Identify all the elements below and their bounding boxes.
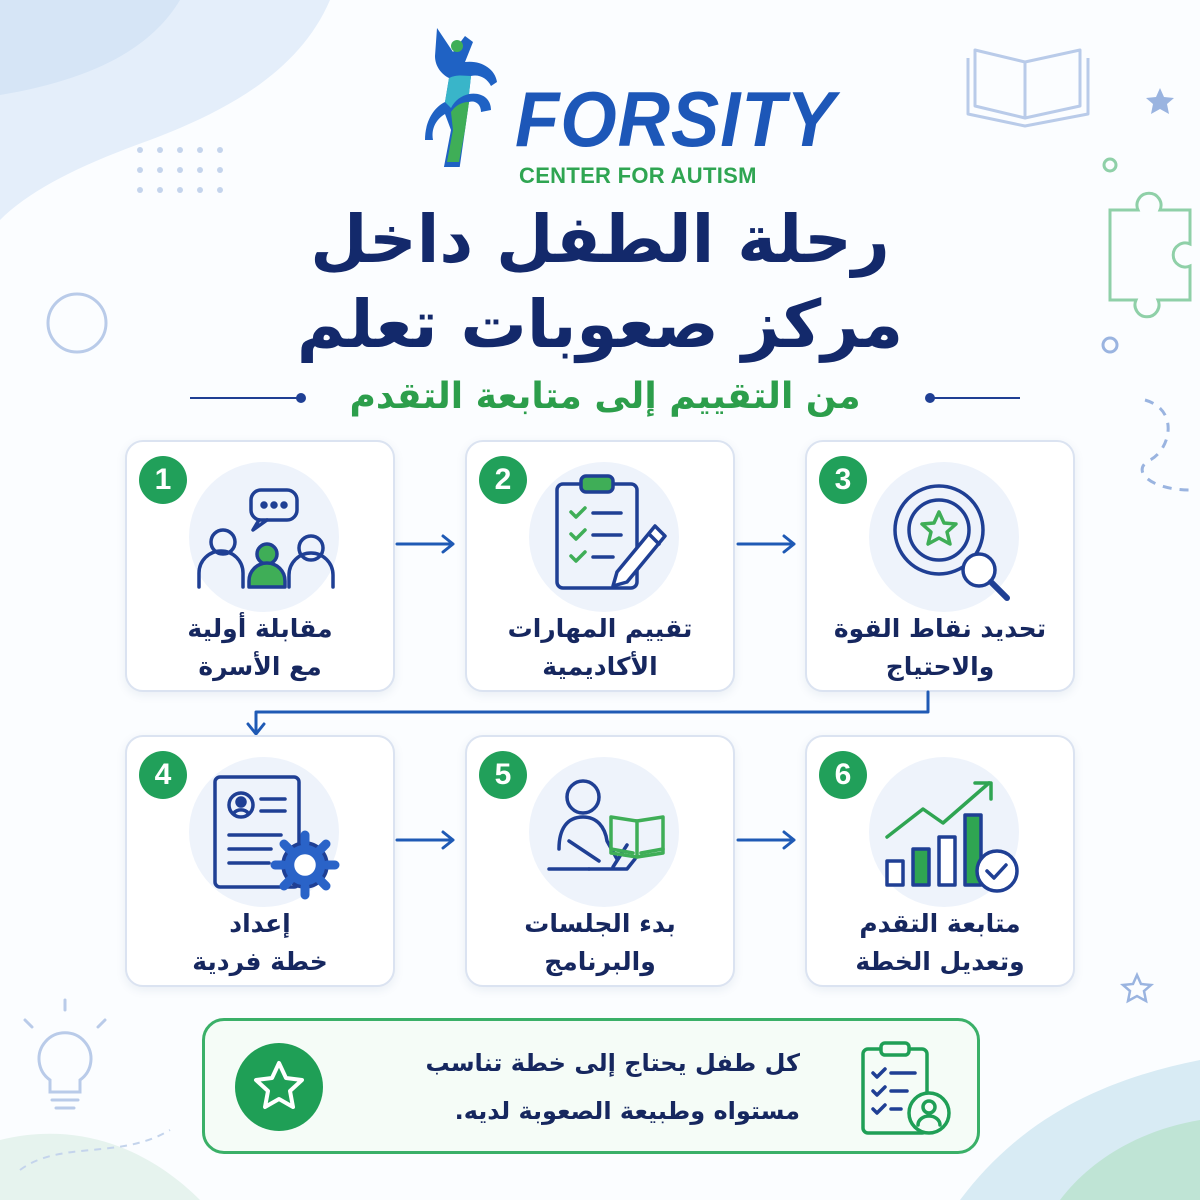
step-number-badge: 2 bbox=[479, 456, 527, 504]
step-label-line-2: والاحتياج bbox=[885, 652, 995, 681]
step-card-2: 2 تقييم المهارات الأكاديمية bbox=[465, 440, 735, 692]
step-label: متابعة التقدم وتعديل الخطة bbox=[817, 905, 1063, 981]
growth-chart-check-icon bbox=[869, 757, 1019, 907]
step-label-line-2: والبرنامج bbox=[544, 947, 656, 976]
note-line-2: مستواه وطبيعة الصعوبة لديه. bbox=[454, 1097, 800, 1125]
step-label: إعداد خطة فردية bbox=[137, 905, 383, 981]
step-label-line-2: الأكاديمية bbox=[542, 652, 658, 681]
step-label-line-2: خطة فردية bbox=[192, 947, 328, 976]
row-connector-arrow-icon bbox=[246, 690, 930, 736]
arrow-right-icon bbox=[736, 534, 796, 554]
step-number-badge: 4 bbox=[139, 751, 187, 799]
page-title-line-2: مركز صعوبات تعلم bbox=[296, 286, 904, 363]
step-card-3: 3 تحديد نقاط القوة والاحتياج bbox=[805, 440, 1075, 692]
note-callout: كل طفل يحتاج إلى خطة تناسب مستواه وطبيعة… bbox=[202, 1018, 980, 1154]
subtitle: من التقييم إلى متابعة التقدم bbox=[349, 376, 861, 417]
divider-right bbox=[930, 397, 1020, 399]
step-number-badge: 6 bbox=[819, 751, 867, 799]
brand-tagline: CENTER FOR AUTISM bbox=[519, 163, 757, 188]
arrow-right-icon bbox=[395, 534, 455, 554]
clipboard-profile-icon bbox=[861, 1041, 951, 1135]
note-line-1: كل طفل يحتاج إلى خطة تناسب bbox=[425, 1049, 800, 1077]
divider-left bbox=[190, 397, 298, 399]
step-card-1: 1 مقابلة أولية مع الأسرة bbox=[125, 440, 395, 692]
step-label-line-1: متابعة التقدم bbox=[859, 909, 1021, 938]
step-label: تحديد نقاط القوة والاحتياج bbox=[817, 610, 1063, 686]
step-label: تقييم المهارات الأكاديمية bbox=[477, 610, 723, 686]
step-label-line-1: تقييم المهارات bbox=[507, 614, 693, 643]
family-chat-icon bbox=[189, 462, 339, 612]
step-card-4: 4 إعداد خطة فردية bbox=[125, 735, 395, 987]
step-label-line-1: بدء الجلسات bbox=[524, 909, 676, 938]
step-label-line-2: مع الأسرة bbox=[198, 652, 322, 681]
arrow-right-icon bbox=[736, 830, 796, 850]
brand-name: FORSITY bbox=[515, 75, 836, 163]
step-label-line-1: تحديد نقاط القوة bbox=[833, 614, 1047, 643]
step-label-line-1: مقابلة أولية bbox=[187, 614, 333, 643]
step-label-line-2: وتعديل الخطة bbox=[855, 947, 1025, 976]
clipboard-checklist-icon bbox=[529, 462, 679, 612]
star-magnifier-icon bbox=[869, 462, 1019, 612]
profile-document-gear-icon bbox=[189, 757, 340, 907]
step-number-badge: 1 bbox=[139, 456, 187, 504]
step-card-6: 6 متابعة التقدم وتعديل الخطة bbox=[805, 735, 1075, 987]
divider-dot-left bbox=[296, 393, 306, 403]
jumping-child-puzzle-icon bbox=[425, 28, 497, 167]
step-label: مقابلة أولية مع الأسرة bbox=[137, 610, 383, 686]
note-text: كل طفل يحتاج إلى خطة تناسب مستواه وطبيعة… bbox=[345, 1039, 800, 1135]
subtitle-row: من التقييم إلى متابعة التقدم bbox=[190, 372, 1020, 422]
step-number-badge: 3 bbox=[819, 456, 867, 504]
page-title-line-1: رحلة الطفل داخل bbox=[310, 201, 890, 278]
step-label: بدء الجلسات والبرنامج bbox=[477, 905, 723, 981]
brand-logo: FORSITY CENTER FOR AUTISM bbox=[425, 22, 835, 188]
star-icon bbox=[235, 1043, 323, 1131]
step-label-line-1: إعداد bbox=[229, 909, 291, 938]
step-card-5: 5 بدء الجلسات والبرنامج bbox=[465, 735, 735, 987]
arrow-right-icon bbox=[395, 830, 455, 850]
step-number-badge: 5 bbox=[479, 751, 527, 799]
student-book-icon bbox=[529, 757, 679, 907]
